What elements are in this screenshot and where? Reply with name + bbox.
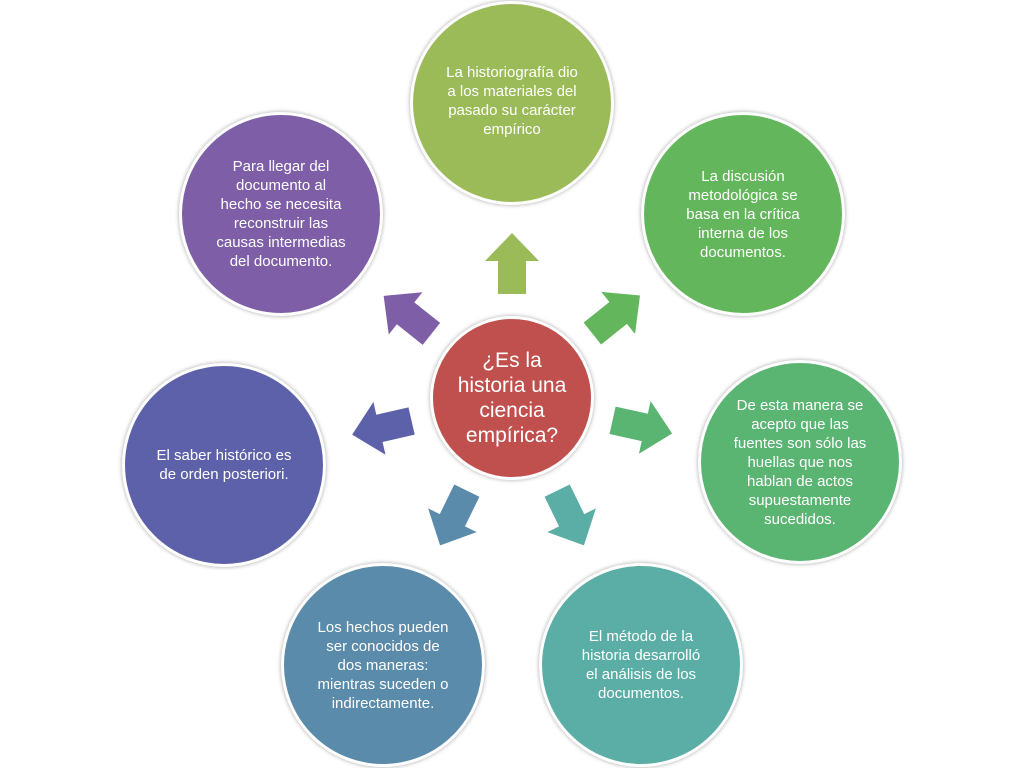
central-question-text: ¿Es la historia una ciencia empírica? xyxy=(457,349,567,447)
node-saber-historico-text: El saber histórico es de orden posterior… xyxy=(156,447,292,483)
connector-arrow-fuentes-huellas xyxy=(609,401,673,454)
node-fuentes-huellas: De esta manera se acepto que las fuentes… xyxy=(698,360,902,564)
connector-arrow-documento-hecho xyxy=(383,292,441,345)
connector-arrow-discusion-metodologica xyxy=(583,291,640,345)
node-historiografia-text: La historiografía dio a los materiales d… xyxy=(446,64,578,138)
node-documento-hecho-text: Para llegar del documento al hecho se ne… xyxy=(216,158,346,270)
connector-arrow-saber-historico xyxy=(352,402,415,455)
node-discusion-metodologica-text: La discusión metodológica se basa en la … xyxy=(686,167,800,261)
node-documento-hecho: Para llegar del documento al hecho se ne… xyxy=(179,112,383,316)
node-hechos-conocidos-text: Los hechos pueden ser conocidos de dos m… xyxy=(317,618,449,712)
node-saber-historico: El saber histórico es de orden posterior… xyxy=(122,363,326,567)
connector-arrow-historiografia xyxy=(485,233,539,294)
node-metodo-historia: El método de la historia desarrolló el a… xyxy=(539,563,743,767)
node-hechos-conocidos: Los hechos pueden ser conocidos de dos m… xyxy=(281,563,485,767)
node-fuentes-huellas-text: De esta manera se acepto que las fuentes… xyxy=(733,396,867,528)
central-question: ¿Es la historia una ciencia empírica? xyxy=(430,316,594,480)
connector-arrow-hechos-conocidos xyxy=(428,484,480,546)
node-metodo-historia-text: El método de la historia desarrolló el a… xyxy=(581,628,701,702)
connector-arrow-metodo-historia xyxy=(544,484,596,546)
node-discusion-metodologica: La discusión metodológica se basa en la … xyxy=(641,112,845,316)
node-historiografia: La historiografía dio a los materiales d… xyxy=(410,1,614,205)
